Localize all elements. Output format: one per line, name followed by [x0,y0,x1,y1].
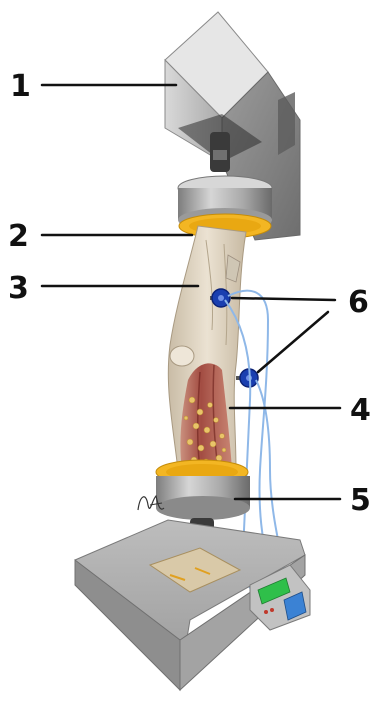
leader-line-6a [232,298,335,300]
strain-sensor-lower [236,369,258,387]
callout-5: 5 [350,483,371,518]
callout-2: 2 [8,219,29,254]
callout-4: 4 [350,393,371,428]
tendon-specimen [168,226,246,470]
callout-3: 3 [8,271,29,306]
upper-shaft [210,132,230,172]
callout-6: 6 [348,285,369,320]
callout-1: 1 [10,69,31,104]
upper-clamp [178,176,272,238]
